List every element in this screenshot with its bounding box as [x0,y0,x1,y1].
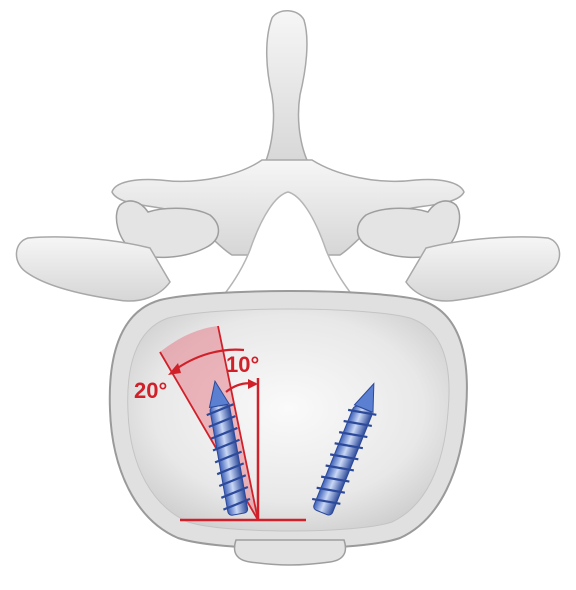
anterior-lip [235,540,346,565]
right-transverse-process [406,237,560,301]
angle-label-10: 10° [226,352,259,377]
angle-label-20: 20° [134,378,167,403]
spinous-process [262,11,312,170]
left-transverse-process [16,237,170,301]
